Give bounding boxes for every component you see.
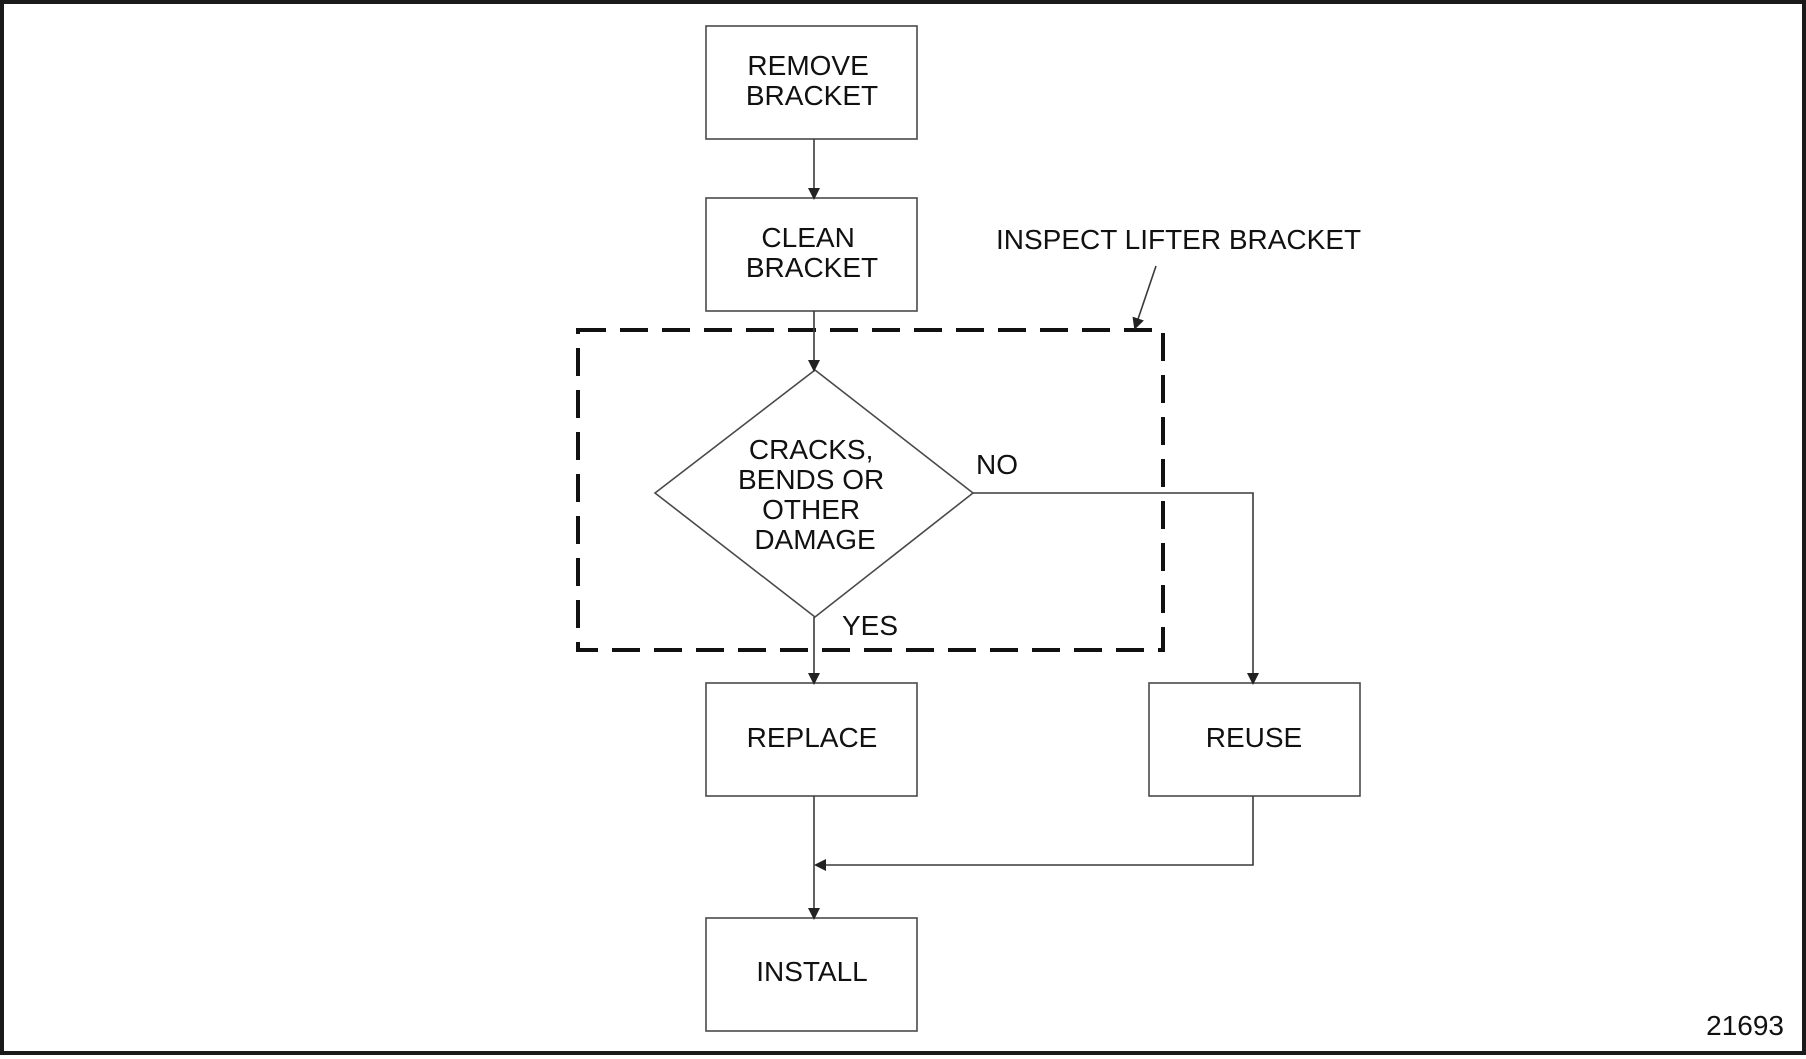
install-label: INSTALL: [756, 956, 868, 987]
clean-bracket-box: [705, 197, 918, 312]
flowchart: REMOVE BRACKET CLEAN BRACKET CRACKS, BEN…: [576, 25, 1784, 1041]
inspect-callout-label: INSPECT LIFTER BRACKET: [996, 224, 1361, 255]
remove-bracket-box: [705, 25, 918, 140]
reuse-label: REUSE: [1206, 722, 1302, 753]
remove-bracket-label: REMOVE BRACKET: [746, 50, 878, 111]
replace-box: [705, 682, 918, 797]
install-box: [705, 917, 918, 1032]
damage-decision-label: CRACKS, BENDS OR OTHER DAMAGE: [738, 434, 892, 555]
reuse-box: [1148, 682, 1361, 797]
damage-decision-diamond: [653, 368, 975, 619]
yes-branch-label: YES: [842, 610, 898, 641]
inspect-region: [576, 328, 1165, 652]
arrow-reuse-to-install: [814, 796, 1254, 871]
arrow-decision-to-reuse: [973, 492, 1259, 685]
clean-bracket-label: CLEAN BRACKET: [746, 222, 878, 283]
callout-leader-arrow: [1132, 265, 1157, 330]
figure-number: 21693: [1706, 1010, 1784, 1041]
replace-label: REPLACE: [747, 722, 878, 753]
no-branch-label: NO: [976, 449, 1018, 480]
